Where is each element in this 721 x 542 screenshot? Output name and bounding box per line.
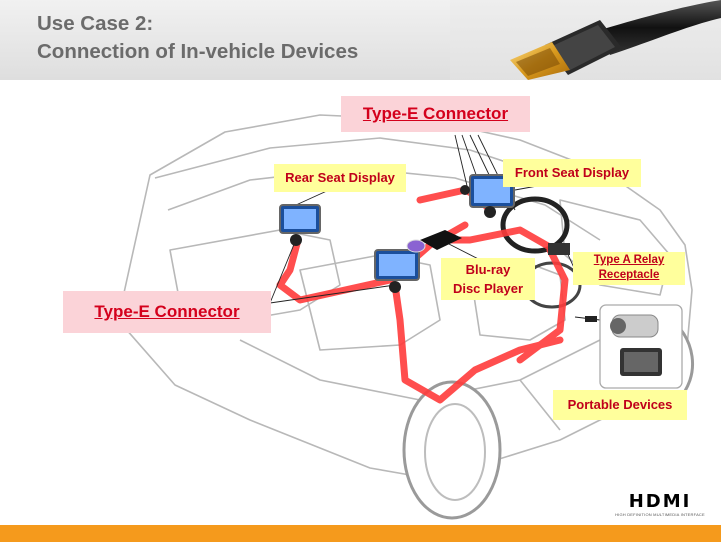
center-display (374, 249, 420, 293)
relay-receptacle (548, 243, 570, 255)
bluray-label-line-1: Blu-ray (465, 262, 511, 277)
type-a-relay-receptacle-label: Type A Relay Receptacle (573, 252, 685, 285)
bluray-player (406, 230, 462, 253)
leader-top-1 (454, 134, 469, 191)
portable-devices-box (585, 304, 683, 389)
car-roof-line (154, 137, 561, 181)
steering-wheel (500, 196, 570, 254)
portable-devices-label: Portable Devices (553, 390, 687, 420)
car-body-outline (117, 114, 693, 476)
bluray-disc-player-label: Blu-ray Disc Player (441, 258, 535, 300)
leader-left-1 (269, 241, 296, 304)
rear-seat-display (279, 204, 321, 246)
slide-title: Use Case 2: Connection of In-vehicle Dev… (37, 10, 358, 66)
leader-left-2 (269, 284, 396, 304)
front-seat-display-label: Front Seat Display (503, 159, 641, 187)
type-e-connector-top-label: Type-E Connector (341, 96, 530, 132)
relay-label-line-1: Type A Relay (593, 254, 665, 266)
rear-seat-display-label: Rear Seat Display (274, 164, 406, 192)
car-door-line (519, 379, 561, 431)
title-line-2: Connection of In-vehicle Devices (37, 40, 359, 63)
hdmi-logo-text: HDMI (628, 491, 692, 512)
hdmi-logo: HDMI HIGH DEFINITION MULTIMEDIA INTERFAC… (615, 492, 705, 522)
bluray-label-line-2: Disc Player (452, 281, 524, 296)
type-e-connector-left-label: Type-E Connector (63, 291, 271, 333)
relay-label-line-2: Receptacle (598, 269, 660, 281)
title-line-1: Use Case 2: (37, 12, 154, 35)
cable-center-display (391, 281, 564, 404)
slide-header: Use Case 2: Connection of In-vehicle Dev… (0, 0, 721, 80)
hdmi-logo-tagline: HIGH DEFINITION MULTIMEDIA INTERFACE (615, 512, 705, 517)
car-diagram (117, 114, 695, 520)
hdmi-plug-image (450, 0, 721, 80)
front-wheel (402, 380, 502, 520)
cable-relay (516, 246, 569, 364)
footer-bar (0, 525, 721, 542)
